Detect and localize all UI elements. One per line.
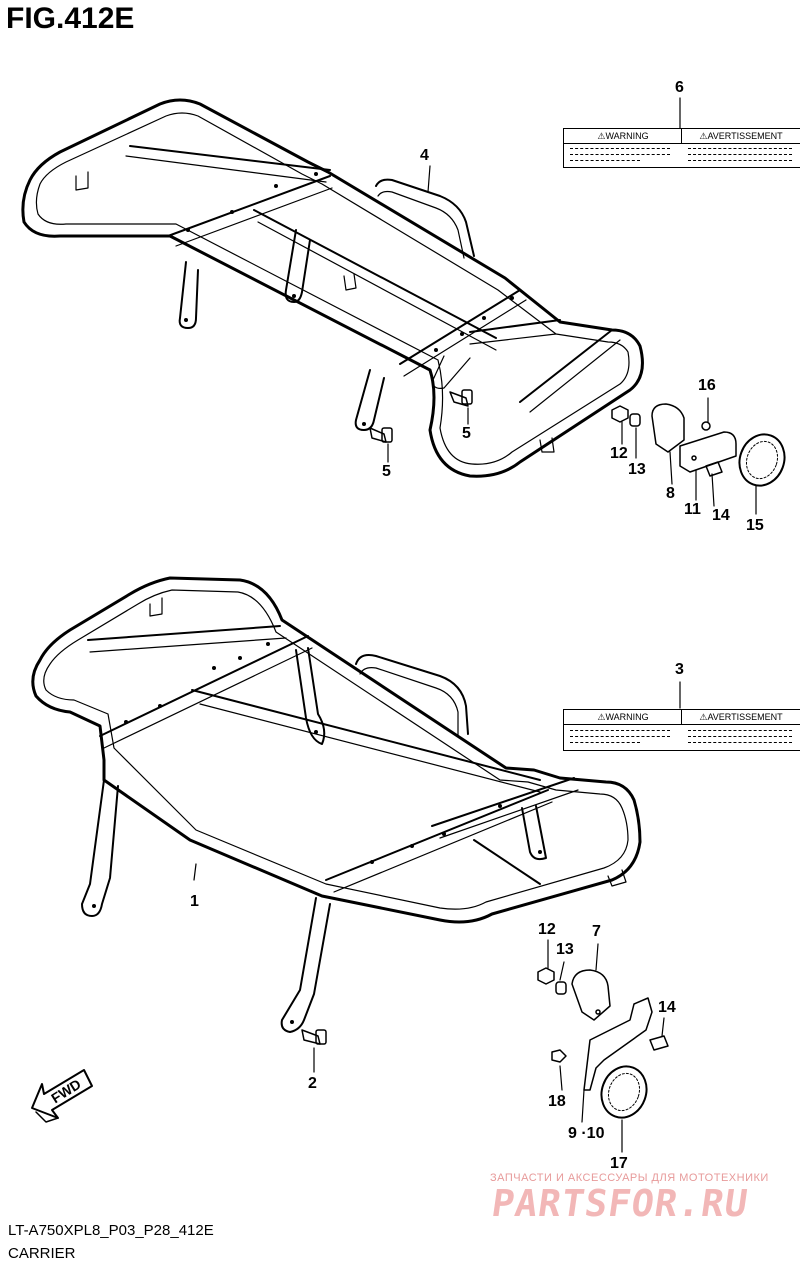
warning-label-lower: ⚠WARNING ⚠AVERTISSEMENT — [563, 709, 800, 751]
warning-header: ⚠WARNING — [564, 710, 682, 725]
watermark-tagline: ЗАПЧАСТИ И АКСЕССУАРЫ ДЛЯ МОТОТЕХНИКИ — [490, 1172, 769, 1184]
reflector-assembly-lower — [537, 967, 669, 1119]
warning-header: ⚠WARNING — [564, 129, 682, 144]
callout-9-10[interactable]: 9 ·10 — [568, 1125, 605, 1142]
fwd-arrow-icon — [31, 1069, 93, 1123]
callout-17[interactable]: 17 — [610, 1155, 628, 1172]
bolt-icon — [369, 427, 393, 443]
upper-carrier-rack — [21, 98, 644, 478]
callout-11[interactable]: 11 — [684, 501, 701, 518]
bracket-icon — [583, 997, 653, 1091]
callout-13[interactable]: 13 — [628, 461, 646, 478]
avertissement-header: ⚠AVERTISSEMENT — [681, 129, 800, 144]
callout-14[interactable]: 14 — [712, 507, 730, 524]
callout-13[interactable]: 13 — [556, 941, 574, 958]
callout-6[interactable]: 6 — [675, 79, 684, 96]
reflector-assembly-upper — [611, 403, 786, 487]
clamp-icon — [651, 403, 685, 453]
callout-18[interactable]: 18 — [548, 1093, 566, 1110]
reflector-icon — [738, 433, 786, 487]
section-name: CARRIER — [8, 1245, 76, 1262]
callout-14[interactable]: 14 — [658, 999, 676, 1016]
collar-icon — [629, 413, 641, 427]
warning-label-upper: ⚠WARNING ⚠AVERTISSEMENT — [563, 128, 800, 168]
bolt-icon — [449, 389, 473, 407]
callout-5[interactable]: 5 — [462, 425, 471, 442]
model-code: LT-A750XPL8_P03_P28_412E — [8, 1222, 214, 1239]
callout-12[interactable]: 12 — [538, 921, 556, 938]
nut-icon — [537, 967, 555, 985]
callout-1[interactable]: 1 — [190, 893, 199, 910]
callout-12[interactable]: 12 — [610, 445, 628, 462]
bolt-icon — [301, 1029, 327, 1045]
avertissement-header: ⚠AVERTISSEMENT — [681, 710, 800, 725]
screw-icon — [649, 1035, 669, 1051]
figure-title: FIG.412E — [6, 2, 135, 35]
callout-3[interactable]: 3 — [675, 661, 684, 678]
clamp-icon — [571, 969, 611, 1021]
nut-icon — [551, 1049, 567, 1063]
screw-icon — [705, 461, 723, 477]
nut-icon — [611, 405, 629, 423]
collar-icon — [555, 981, 567, 995]
nut-icon — [701, 421, 711, 431]
callout-15[interactable]: 15 — [746, 517, 764, 534]
callout-8[interactable]: 8 — [666, 485, 675, 502]
callout-7[interactable]: 7 — [592, 923, 601, 940]
callout-16[interactable]: 16 — [698, 377, 716, 394]
lower-carrier-rack — [31, 576, 642, 1033]
leader-lines — [193, 97, 757, 1153]
reflector-icon — [600, 1065, 648, 1119]
callout-5[interactable]: 5 — [382, 463, 391, 480]
callout-4[interactable]: 4 — [420, 147, 429, 164]
callout-2[interactable]: 2 — [308, 1075, 317, 1092]
watermark-logo: PARTSFOR.RU — [488, 1182, 752, 1225]
